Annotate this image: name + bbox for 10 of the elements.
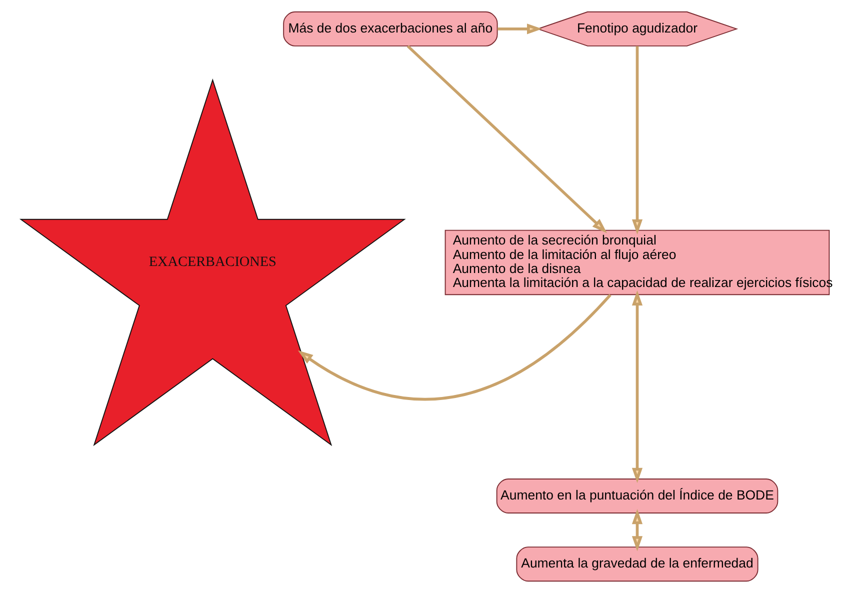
node-box: Aumento en la puntuación del Índice de BODE	[496, 478, 778, 514]
arrow	[298, 294, 612, 400]
arrow	[632, 290, 643, 484]
node-box: Aumenta la gravedad de la enfermedad	[516, 546, 758, 582]
arrow	[632, 509, 643, 552]
arrow	[497, 24, 542, 34]
arrow	[406, 45, 608, 234]
node-box: Más de dos exacerbaciones al año	[283, 11, 498, 46]
arrow	[632, 46, 643, 234]
node-box: Aumento de la secreción bronquial Aumento de la limitación al flujo aéreo Aumento de la disnea Aumenta la limitación a la capacidad de realizar ejercicios físicos	[444, 230, 830, 296]
